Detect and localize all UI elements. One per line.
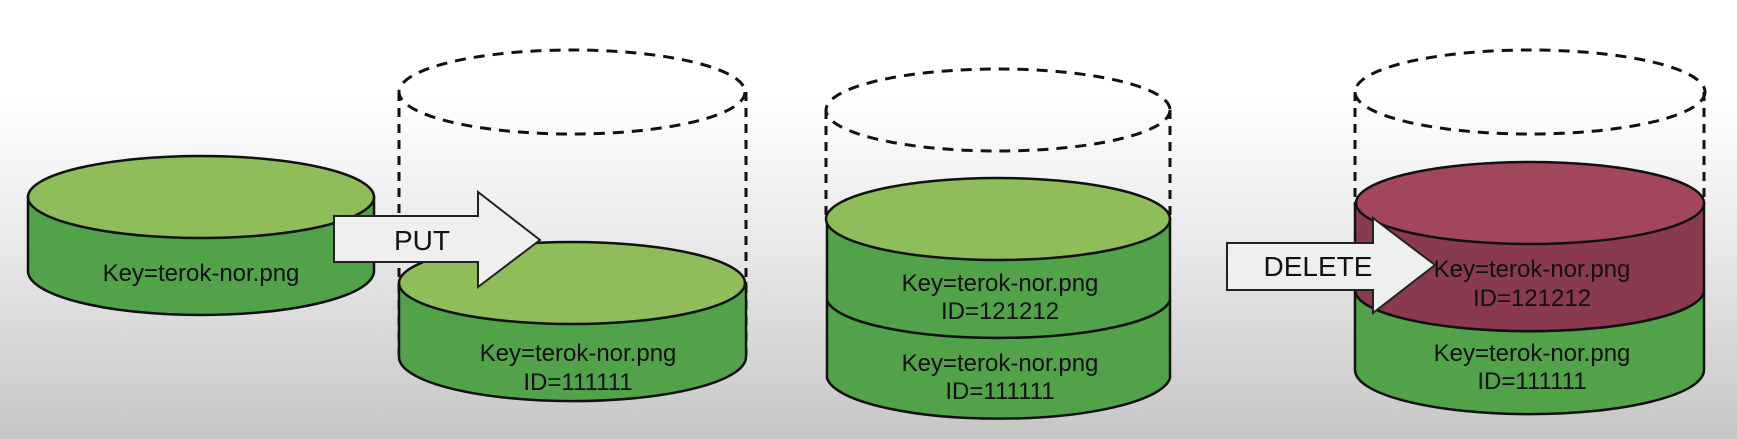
version-cylinder-top [824, 176, 1172, 262]
bucket-dashed-rim [1353, 48, 1707, 136]
version-key-label: Key=terok-nor.png [480, 340, 677, 367]
stage-4-version-121212-deleted: Key=terok-nor.png ID=121212 [1353, 160, 1706, 333]
version-id-label: ID=111111 [523, 369, 632, 396]
version-id-label: ID=111111 [945, 378, 1054, 405]
put-arrow-shape [333, 189, 542, 290]
stage-4-bucket [1353, 48, 1707, 205]
stage-3-version-121212: Key=terok-nor.png ID=121212 [824, 176, 1172, 340]
delete-arrow-shape [1226, 215, 1437, 316]
stage-2-version-111111: Key=terok-nor.png ID=111111 [397, 240, 748, 403]
object-key-label: Key=terok-nor.png [103, 260, 300, 287]
stage-3-version-111111: Key=terok-nor.png ID=111111 [825, 299, 1172, 420]
put-arrow-label: PUT [394, 225, 450, 256]
put-arrow: PUT [333, 189, 542, 290]
version-key-label: Key=terok-nor.png [1434, 340, 1631, 367]
stage-1-object: Key=terok-nor.png [26, 154, 376, 317]
version-key-label: Key=terok-nor.png [902, 350, 1099, 377]
bucket-dashed-rim [824, 67, 1172, 153]
version-key-label: Key=terok-nor.png [1434, 256, 1631, 283]
version-id-label: ID=121212 [1473, 285, 1591, 312]
deleted-version-cylinder-top [1354, 160, 1706, 246]
delete-arrow: DELETE [1226, 215, 1437, 316]
version-id-label: ID=121212 [941, 298, 1059, 325]
version-id-label: ID=111111 [1477, 368, 1586, 395]
version-key-label: Key=terok-nor.png [902, 270, 1099, 297]
bucket-dashed-rim [397, 48, 747, 136]
stage-3-bucket [824, 67, 1172, 215]
object-cylinder-top [26, 154, 376, 240]
delete-arrow-label: DELETE [1264, 251, 1373, 282]
